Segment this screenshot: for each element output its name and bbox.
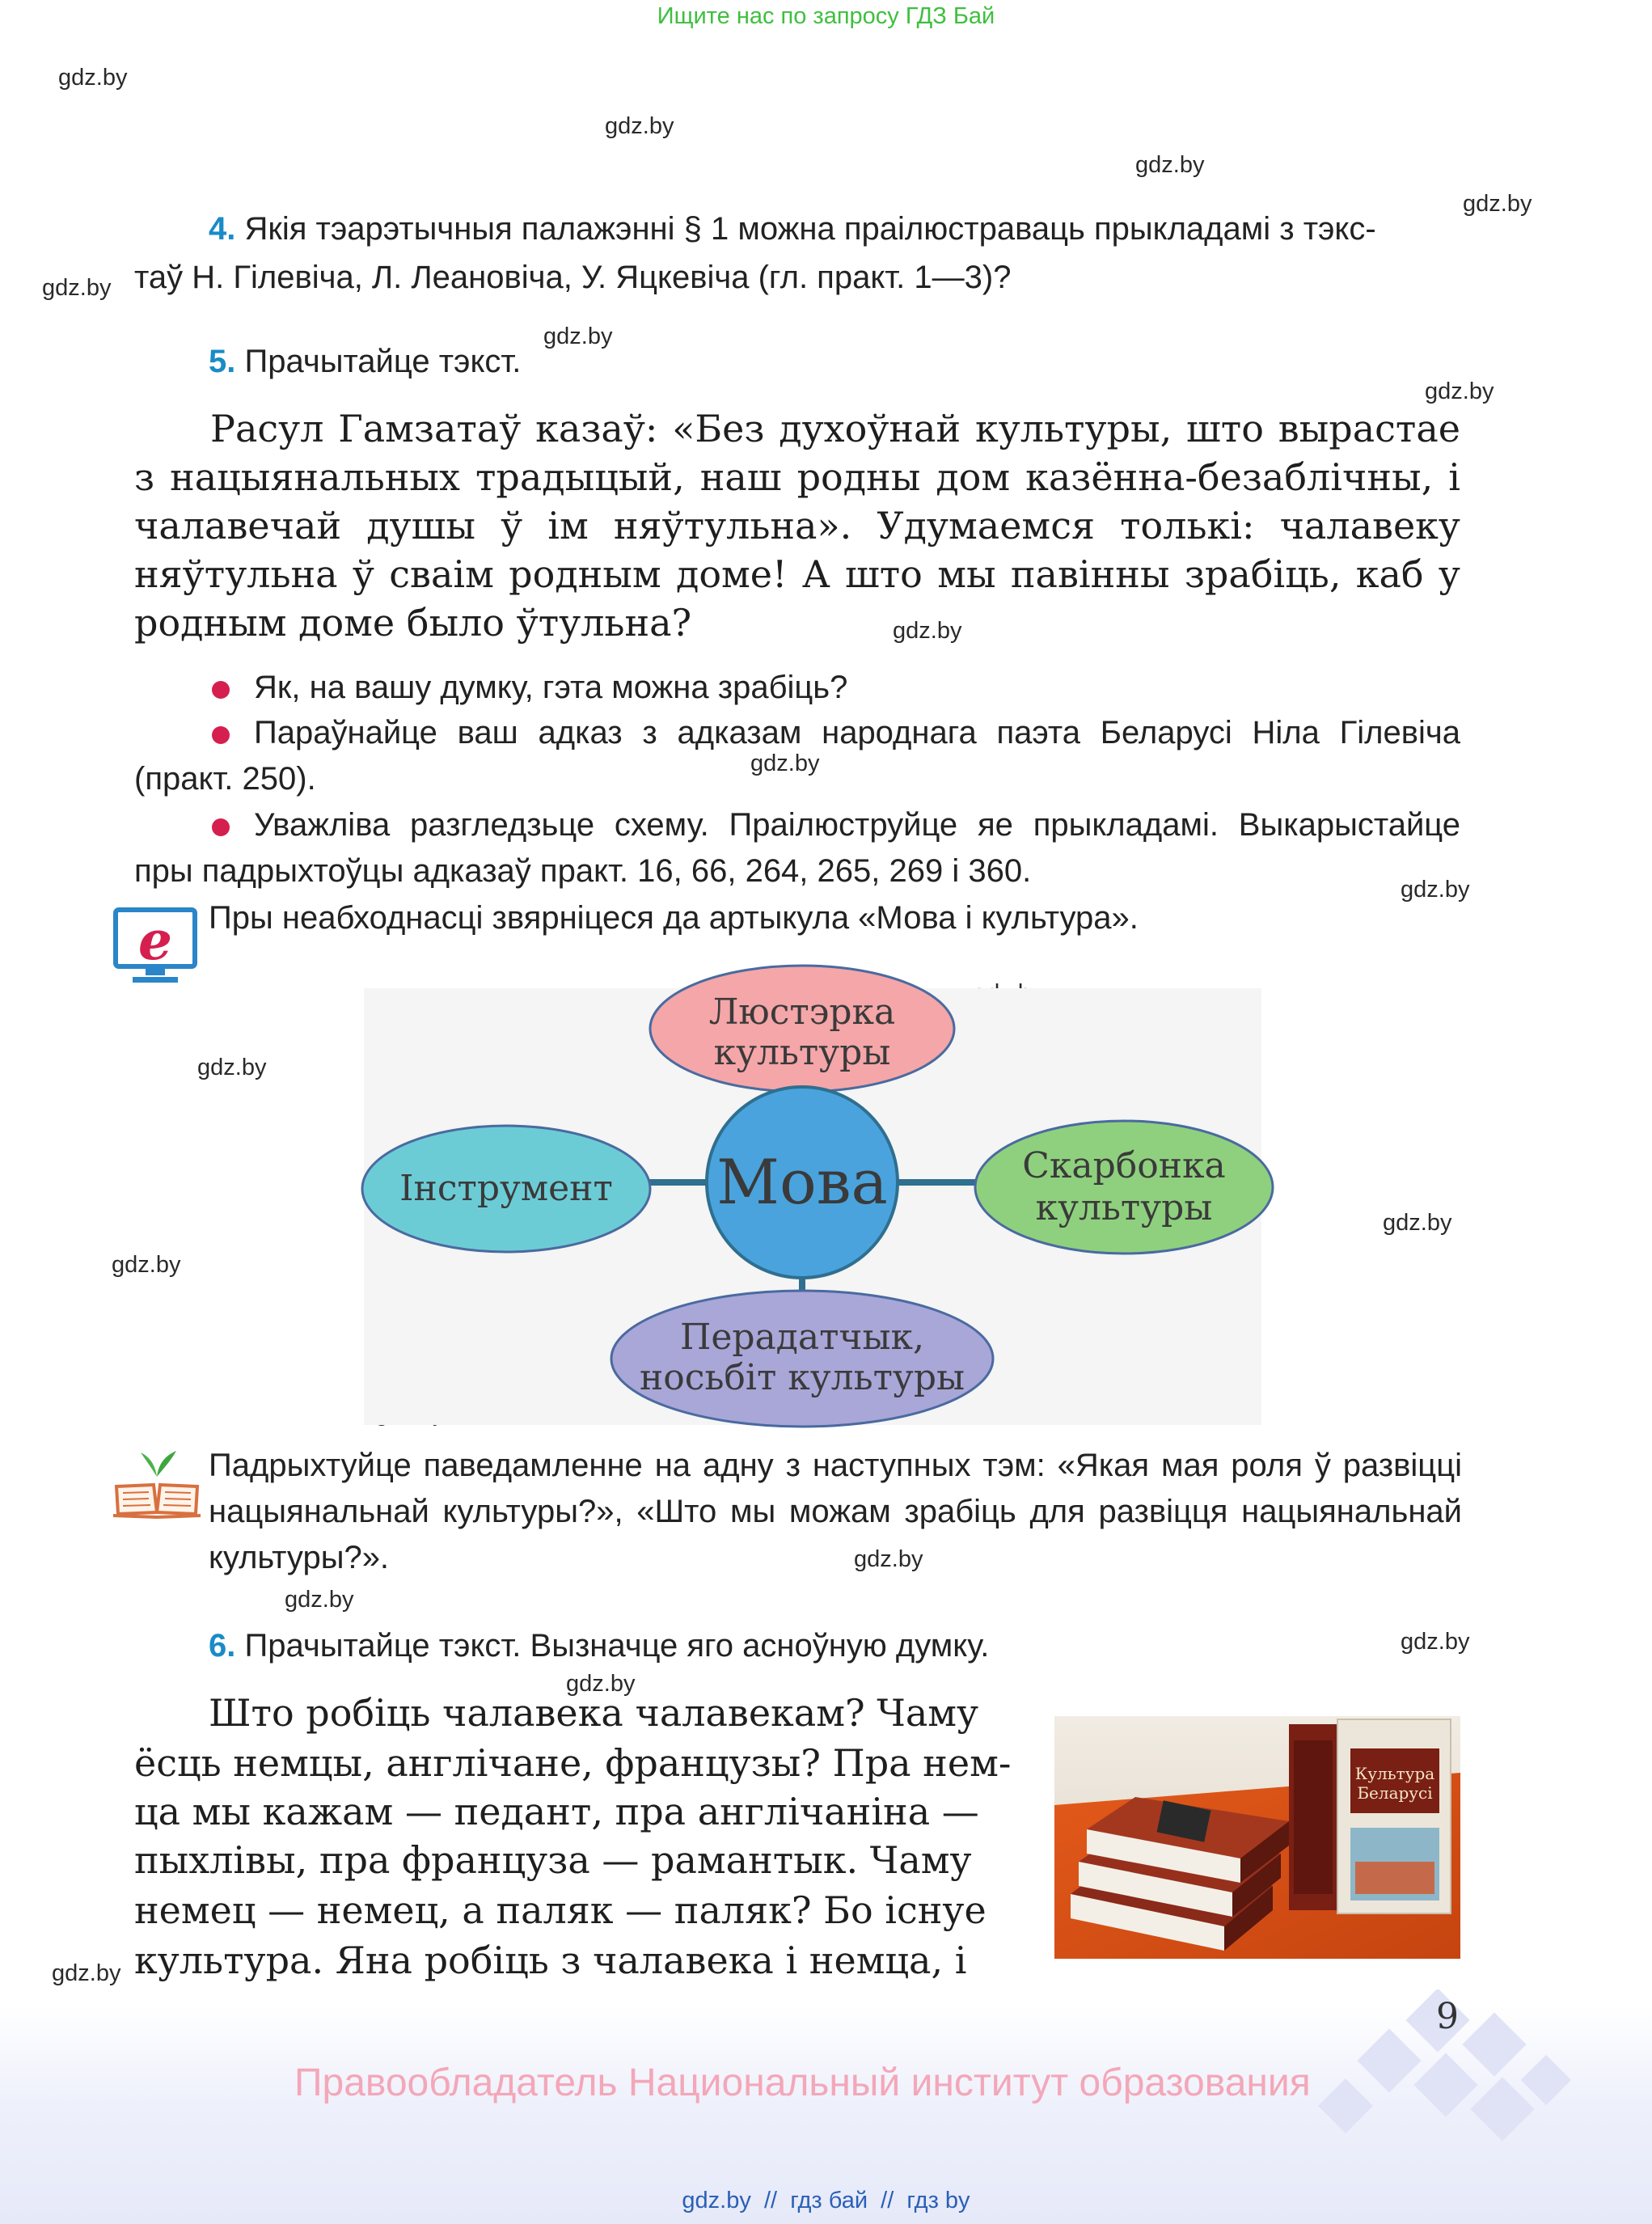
left-ellipse-text: Інструмент [399,1168,613,1209]
center-circle: Мова [705,1085,899,1279]
task-number: 4. [209,211,236,247]
top-ellipse: Люстэрка культуры [649,964,956,1093]
e-resource-icon: e [113,907,197,985]
task-4-text-1: Якія тэарэтычныя палажэнні § 1 можна пра… [244,211,1376,247]
watermark: gdz.by [1135,152,1205,178]
task-4-line-1: 4. Якія тэарэтычныя палажэнні § 1 можна … [209,205,1462,252]
watermark: gdz.by [1463,191,1532,217]
task-4-line-2: таў Н. Гілевіча, Л. Леановіча, У. Яцкеві… [134,260,1012,295]
watermark: gdz.by [52,1960,121,1986]
watermark: gdz.by [566,1671,636,1697]
project-task-text: Падрыхтуйце паведамленне на адну з насту… [209,1448,1462,1575]
bullet-3: Уважліва разгледзьце схему. Праілюструйц… [134,807,1460,889]
left-ellipse: Інструмент [361,1124,652,1254]
task-6-line-5: немец — немец, а паляк — паляк? Бо існуе [134,1888,987,1932]
watermark: gdz.by [285,1587,354,1613]
bullet-dot [212,726,230,744]
right-ellipse-line-1: Скарбонка [1022,1145,1226,1186]
task-6-line-2: ёсць немцы, англічане, французы? Пра нем… [134,1741,1012,1785]
task-5-text: Расул Гамзатаў казаў: «Без духоўнай куль… [134,407,1460,645]
task-6-label: Прачытайце тэкст. Вызначце яго асноўную … [244,1628,990,1664]
book-sprout-icon [112,1444,202,1522]
watermark: gdz.by [42,275,112,301]
right-ellipse: Скарбонка культуры [974,1119,1274,1255]
bottom-ellipse: Перадатчык, носьбіт культуры [610,1289,995,1428]
watermark: gdz.by [893,618,962,644]
top-banner[interactable]: Ищите нас по запросу ГДЗ Бай [657,3,995,29]
svg-text:e: e [138,909,172,972]
watermark: gdz.by [1401,1629,1470,1655]
books-photo: Культура Беларусі [1054,1716,1460,1959]
page-number: 9 [1436,1996,1459,2037]
photo-book-title-2: Беларусі [1357,1783,1432,1803]
task-6-line-1: Што робіць чалавека чалавекам? Чаму [209,1691,979,1735]
top-ellipse-line-1: Люстэрка [709,991,896,1033]
copyright-notice: Правообладатель Национальный институт об… [294,2061,1311,2104]
watermark: gdz.by [543,323,613,349]
bullet-dot [212,818,230,836]
top-ellipse-line-2: культуры [714,1032,891,1073]
bullet-1: Як, на вашу думку, гэта можна зрабіць? [254,670,848,705]
right-ellipse-line-2: культуры [1036,1187,1213,1228]
task-number: 5. [209,344,236,379]
footer-diamond-pattern [1294,1988,1585,2151]
watermark: gdz.by [854,1546,923,1572]
task-6-line-3: ца мы кажам — педант, пра англічаніна — [134,1790,979,1833]
bottom-ellipse-line-1: Перадатчык, [680,1317,924,1358]
bullet-dot [212,681,230,699]
watermark: gdz.by [112,1252,181,1278]
bullet-2: Параўнайце ваш адказ з адказам народнага… [134,715,1460,797]
watermark: gdz.by [197,1055,267,1080]
task-5-heading: 5. Прачытайце тэкст. [209,338,521,385]
task-number: 6. [209,1628,236,1664]
watermark: gdz.by [1425,378,1494,404]
task-6-line-6: культура. Яна робіць з чалавека і немца,… [134,1939,967,1982]
watermark: gdz.by [750,750,820,776]
watermark: gdz.by [58,65,128,91]
task-6-line-4: пыхлівы, пра француза — рамантык. Чаму [134,1838,972,1882]
center-circle-text: Мова [716,1146,888,1218]
photo-book-title-1: Культура [1355,1764,1434,1783]
article-note: Пры неабходнасці звярніцеся да артыкула … [209,900,1139,936]
task-5-label: Прачытайце тэкст. [244,344,522,379]
watermark: gdz.by [1401,877,1470,903]
bottom-links[interactable]: gdz.by // гдз бай // гдз by [682,2188,970,2213]
bottom-ellipse-line-2: носьбіт культуры [640,1357,965,1398]
watermark: gdz.by [605,113,674,139]
task-6-heading: 6. Прачытайце тэкст. Вызначце яго асноўн… [209,1622,989,1669]
diagram-mova-culture: Люстэрка культуры Інструмент Скарбонка к… [348,948,1278,1441]
watermark: gdz.by [1383,1210,1452,1236]
